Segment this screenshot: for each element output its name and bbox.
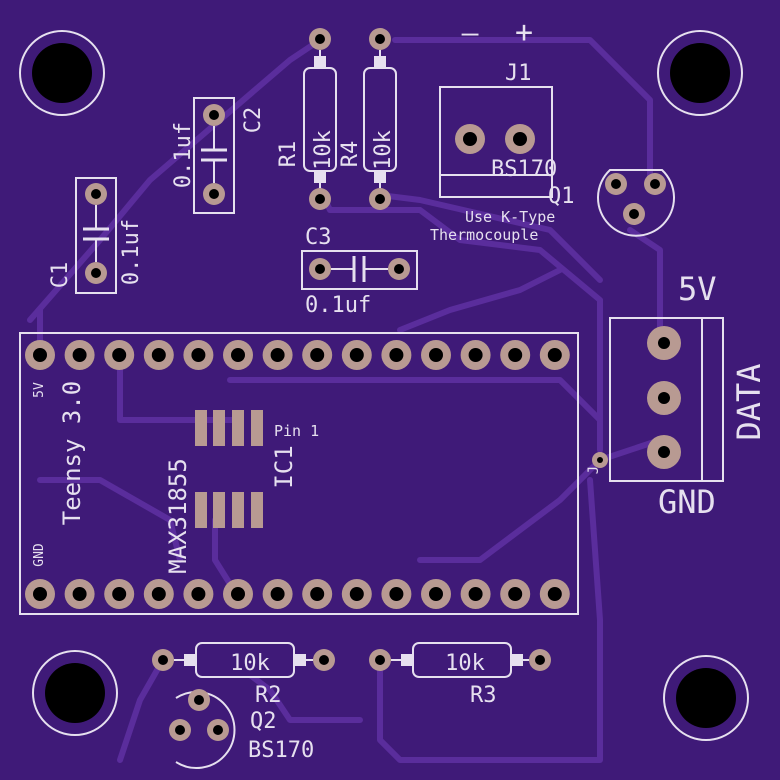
- j1-drill-minus: [463, 132, 477, 146]
- connector-gnd-label: GND: [658, 483, 716, 521]
- teensy-top-pin-drill-6: [231, 348, 245, 362]
- mounting-hole-bottom-left: [45, 663, 105, 723]
- teensy-bottom-pin-drill-11: [429, 587, 443, 601]
- teensy-gnd-pin-label: GND: [32, 543, 47, 567]
- teensy-bottom-pin-drill-5: [191, 587, 206, 601]
- q1-type-label: BS170: [491, 157, 557, 182]
- teensy-bottom-pin-drill-9: [349, 587, 364, 601]
- teensy-bottom-pin-drill-2: [72, 587, 87, 601]
- q2-type-label: BS170: [248, 738, 314, 763]
- teensy-outline: [19, 332, 579, 615]
- r4-resistor: [363, 28, 397, 210]
- mounting-hole-top-left: [32, 43, 92, 103]
- c2-label: C2: [241, 107, 266, 134]
- j-test-pad-label: J: [586, 466, 602, 474]
- teensy-bottom-pin-drill-14: [547, 587, 562, 601]
- teensy-top-header: [25, 340, 570, 370]
- teensy-top-pin-drill-10: [389, 348, 404, 362]
- teensy-top-pin-drill-14: [547, 348, 562, 362]
- mounting-holes: [19, 30, 749, 741]
- teensy-bottom-pin-drill-6: [231, 587, 245, 601]
- r2-label: R2: [255, 683, 282, 708]
- teensy-top-pin-drill-8: [310, 348, 325, 362]
- teensy-top-pin-drill-2: [72, 348, 87, 362]
- teensy-bottom-pin-drill-7: [270, 587, 285, 601]
- power-data-connector: [609, 317, 724, 482]
- mounting-hole-bottom-right: [676, 668, 736, 728]
- teensy-top-pin-drill-13: [508, 348, 523, 362]
- mounting-hole-bottom-left-ring: [32, 650, 118, 736]
- teensy-top-pin-drill-9: [349, 348, 364, 362]
- j1-outline: [439, 86, 553, 198]
- c1-capacitor: [75, 177, 117, 294]
- c3-label: C3: [305, 225, 332, 250]
- thermocouple-note-line1: Use K-Type: [465, 208, 555, 226]
- r2-resistor: [152, 642, 335, 678]
- teensy-top-pin-drill-5: [191, 348, 206, 362]
- r4-label: R4: [338, 141, 363, 168]
- connector-5v-label: 5V: [678, 270, 717, 308]
- r4-value: 10k: [371, 130, 396, 170]
- r1-value: 10k: [311, 130, 336, 170]
- r2-value: 10k: [230, 651, 270, 676]
- c3-value: 0.1uf: [305, 293, 371, 318]
- teensy-bottom-pin-drill-4: [151, 587, 166, 601]
- q1-label: Q1: [548, 184, 575, 209]
- traces: [27, 37, 663, 763]
- ic1-max31855: [195, 410, 263, 528]
- thermocouple-note-line2: Thermocouple: [430, 226, 538, 244]
- teensy-top-pin-drill-4: [151, 348, 166, 362]
- teensy-label: Teensy 3.0: [58, 381, 86, 526]
- j1-drill-plus: [513, 132, 527, 146]
- connector-data-label: DATA: [730, 363, 768, 440]
- c3-capacitor: [301, 250, 418, 290]
- j1-plus-label: +: [515, 15, 533, 50]
- j1-label: J1: [505, 61, 532, 86]
- teensy-bottom-pin-drill-8: [310, 587, 325, 601]
- teensy-bottom-pin-drill-1: [33, 587, 47, 601]
- r3-resistor: [369, 642, 551, 678]
- mounting-hole-top-right: [670, 43, 730, 103]
- j1-connector: [439, 86, 553, 198]
- c2-capacitor: [193, 97, 235, 214]
- teensy-top-pin-drill-11: [429, 348, 443, 362]
- j-test-pad-drill: [597, 457, 603, 463]
- c1-value: 0.1uf: [119, 219, 144, 285]
- c1-label: C1: [48, 262, 73, 289]
- teensy-top-pin-drill-1: [33, 348, 47, 362]
- ic1-pin1-label: Pin 1: [274, 422, 319, 440]
- c2-value: 0.1uf: [171, 122, 196, 188]
- q2-transistor: [169, 689, 236, 769]
- teensy-bottom-pin-drill-3: [112, 587, 127, 601]
- teensy-bottom-pin-drill-13: [508, 587, 523, 601]
- r3-label: R3: [470, 683, 497, 708]
- mounting-hole-top-right-ring: [657, 30, 743, 116]
- teensy-top-pin-drill-12: [468, 348, 483, 362]
- teensy-top-pin-drill-3: [112, 348, 127, 362]
- teensy-bottom-pin-drill-12: [468, 587, 483, 601]
- teensy-top-pin-drill-7: [270, 348, 285, 362]
- j1-minus-label: —: [462, 16, 479, 49]
- q1-outline: [597, 169, 675, 237]
- mounting-hole-top-left-ring: [19, 30, 105, 116]
- q1-transistor: [597, 169, 675, 237]
- ic1-part-label: MAX31855: [164, 458, 192, 574]
- q2-label: Q2: [250, 709, 277, 734]
- teensy-bottom-header: [25, 579, 570, 609]
- r1-resistor: [303, 28, 337, 210]
- teensy-bottom-pin-drill-10: [389, 587, 404, 601]
- ic1-label: IC1: [270, 445, 298, 488]
- r3-value: 10k: [445, 651, 485, 676]
- teensy-5v-pin-label: 5V: [32, 382, 47, 398]
- r1-label: R1: [276, 141, 301, 168]
- mounting-hole-bottom-right-ring: [663, 655, 749, 741]
